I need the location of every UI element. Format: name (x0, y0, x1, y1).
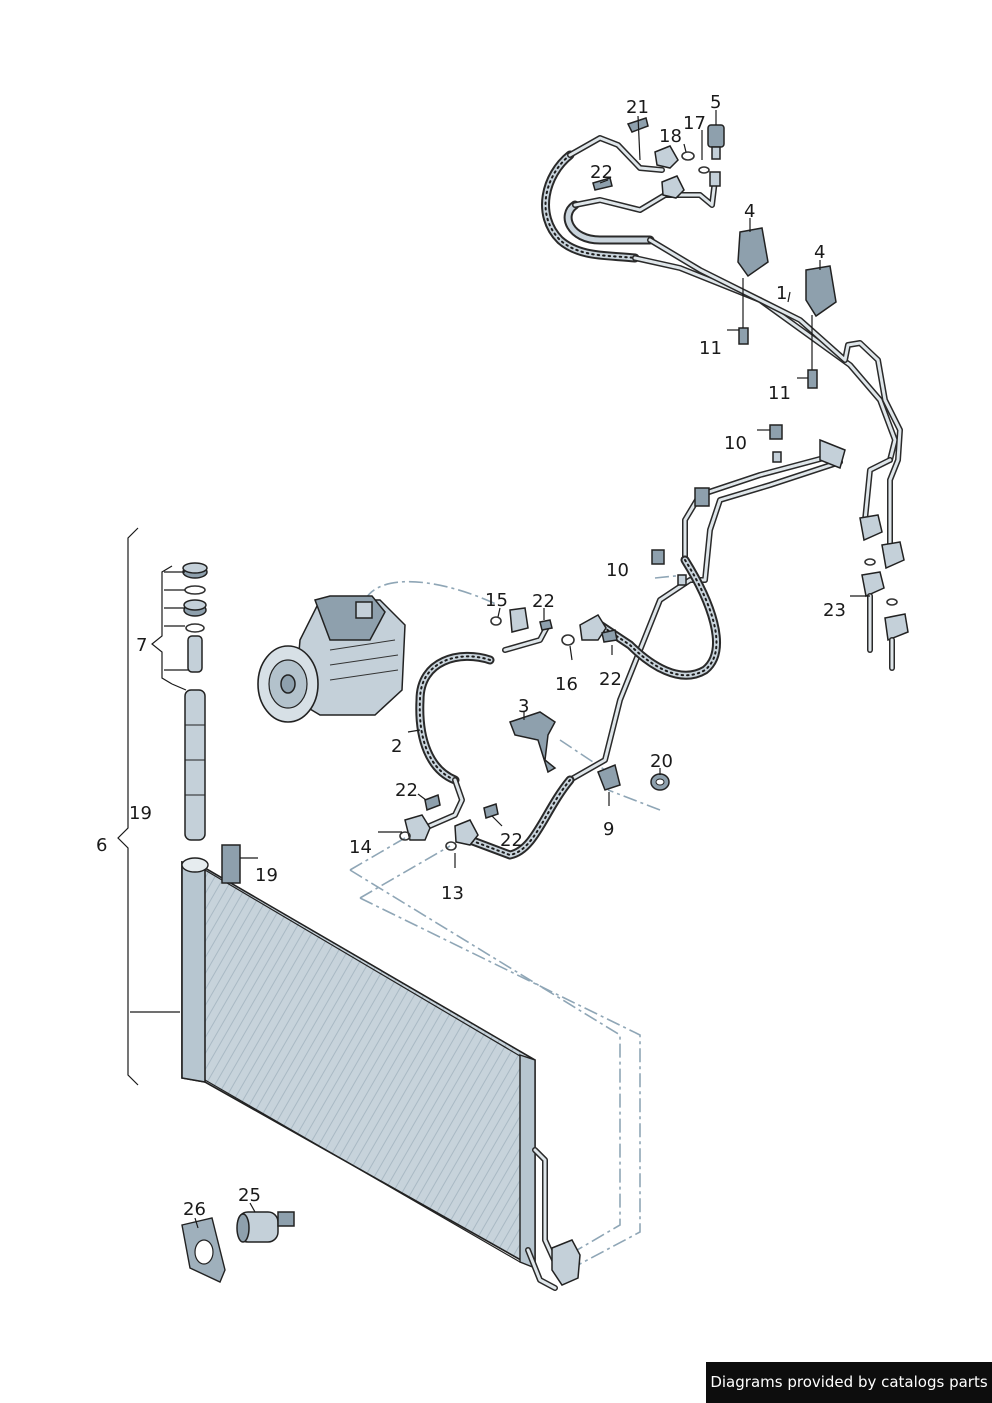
callout-26: 26 (183, 1199, 206, 1220)
small-parts (181, 117, 909, 1283)
condenser (181, 844, 581, 1291)
callouts: 1 2 3 4 4 5 6 7 9 10 10 11 11 13 14 15 1… (96, 92, 846, 1220)
callout-1: 1 (776, 283, 787, 304)
hose-2 (404, 622, 551, 841)
callout-6: 6 (96, 835, 107, 856)
callout-25: 25 (238, 1185, 261, 1206)
callout-11: 11 (699, 338, 722, 359)
callout-23: 23 (823, 600, 846, 621)
callout-4: 4 (744, 201, 755, 222)
ac-compressor (257, 595, 406, 723)
callout-13: 13 (441, 883, 464, 904)
callout-3: 3 (518, 696, 529, 717)
leader-lines (194, 110, 870, 1229)
callout-20: 20 (650, 751, 673, 772)
callout-22: 22 (532, 591, 555, 612)
callout-17: 17 (683, 113, 706, 134)
catalog-credit-banner: Diagrams provided by catalogs parts (706, 1362, 992, 1403)
callout-19: 19 (129, 803, 152, 824)
callout-18: 18 (659, 126, 682, 147)
callout-10: 10 (724, 433, 747, 454)
callout-22: 22 (500, 830, 523, 851)
callout-22: 22 (599, 669, 622, 690)
callout-4: 4 (814, 242, 825, 263)
callout-5: 5 (710, 92, 721, 113)
callout-21: 21 (626, 97, 649, 118)
hose-lower (454, 438, 846, 860)
callout-22: 22 (395, 780, 418, 801)
drier-cartridge (182, 562, 208, 841)
callout-16: 16 (555, 674, 578, 695)
callout-19: 19 (255, 865, 278, 886)
bracket-6 (117, 527, 180, 1086)
callout-7: 7 (136, 635, 147, 656)
callout-10: 10 (606, 560, 629, 581)
callout-22: 22 (590, 162, 613, 183)
bracket-7 (151, 565, 188, 691)
callout-11: 11 (768, 383, 791, 404)
callout-15: 15 (485, 590, 508, 611)
callout-14: 14 (349, 837, 372, 858)
callout-2: 2 (391, 736, 402, 757)
callout-9: 9 (603, 819, 614, 840)
